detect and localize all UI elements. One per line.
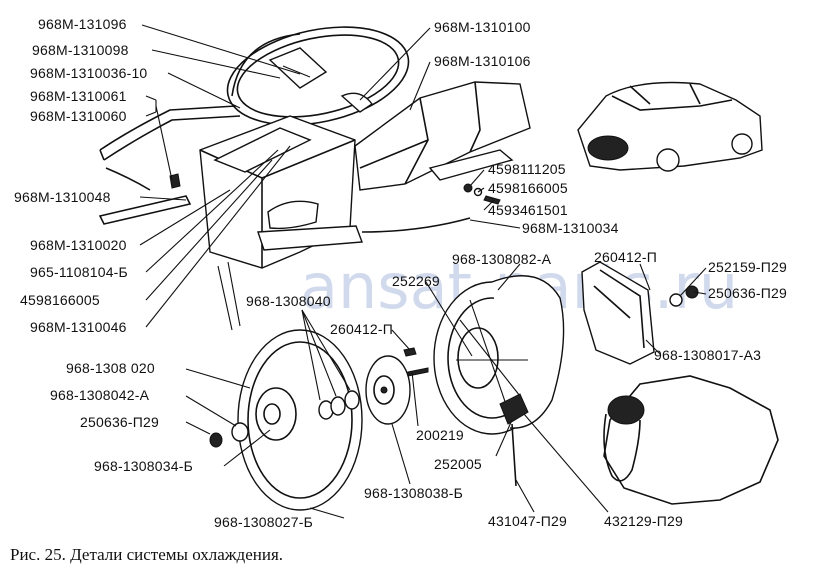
round-seal-part (226, 26, 410, 126)
part-label: 4593461501 (488, 202, 568, 218)
plenum-box-part (199, 115, 363, 331)
part-label: 968-1308034-Б (94, 458, 193, 474)
part-label: 968-1308 020 (66, 360, 155, 376)
part-label: 968M-1310034 (522, 220, 619, 236)
rubber-strip-parts (98, 105, 241, 225)
part-label: 252159-П29 (708, 259, 787, 275)
part-label: 431047-П29 (488, 513, 567, 529)
spacer-washers (318, 390, 360, 420)
figure-caption: Рис. 25. Детали системы охлаждения. (10, 545, 283, 564)
part-label: 968M-1310106 (434, 53, 531, 69)
bolts (403, 347, 429, 377)
part-label: 968-1308082-A (452, 251, 552, 267)
part-label: 968M-131096 (38, 16, 127, 32)
part-label: 968-1308038-Б (364, 485, 463, 501)
part-label: 4598166005 (488, 180, 568, 196)
part-label: 260412-П (330, 321, 393, 337)
part-label: 968M-1310020 (30, 237, 127, 253)
part-label: 200219 (416, 427, 464, 443)
part-label: 968-1308040 (246, 293, 331, 309)
air-duct-housing-part (340, 81, 531, 191)
part-label: 432129-П29 (604, 513, 683, 529)
part-label: 968-1308042-A (50, 387, 150, 403)
large-pulley-part (237, 329, 363, 511)
left-fasteners (209, 422, 249, 448)
right-fasteners (669, 285, 699, 307)
part-label: 252269 (392, 273, 440, 289)
part-label: 968M-1310100 (434, 19, 531, 35)
part-label: 968M-1310048 (14, 189, 111, 205)
car-illustration (577, 81, 763, 172)
part-label: 260412-П (594, 249, 657, 265)
engine-belt-illustration (603, 375, 779, 505)
leader-lines (139, 24, 707, 519)
fan-shroud-part (581, 261, 655, 365)
part-label: 968M-1310098 (32, 42, 129, 58)
part-label: 968M-1310036-10 (30, 65, 147, 81)
fan-assembly-part (433, 275, 565, 487)
part-label: 968M-1310060 (30, 108, 127, 124)
part-label: 965-1108104-Б (30, 264, 128, 280)
part-label: 968M-1310046 (30, 319, 127, 335)
part-label: 968M-1310061 (30, 88, 127, 104)
part-labels: 968M-131096 968M-1310098 968M-1310036-10… (14, 16, 787, 530)
bracket-part (268, 47, 328, 89)
part-label: 250636-П29 (80, 414, 159, 430)
part-label: 4598166005 (20, 292, 100, 308)
seal-strip-part (361, 217, 471, 233)
part-label: 250636-П29 (708, 285, 787, 301)
part-label: 968-1308027-Б (214, 514, 313, 530)
part-label: 252005 (434, 456, 482, 472)
small-pulley-part (365, 355, 411, 425)
part-label: 968-1308017-A3 (654, 347, 761, 363)
part-label: 4598111205 (488, 161, 566, 177)
